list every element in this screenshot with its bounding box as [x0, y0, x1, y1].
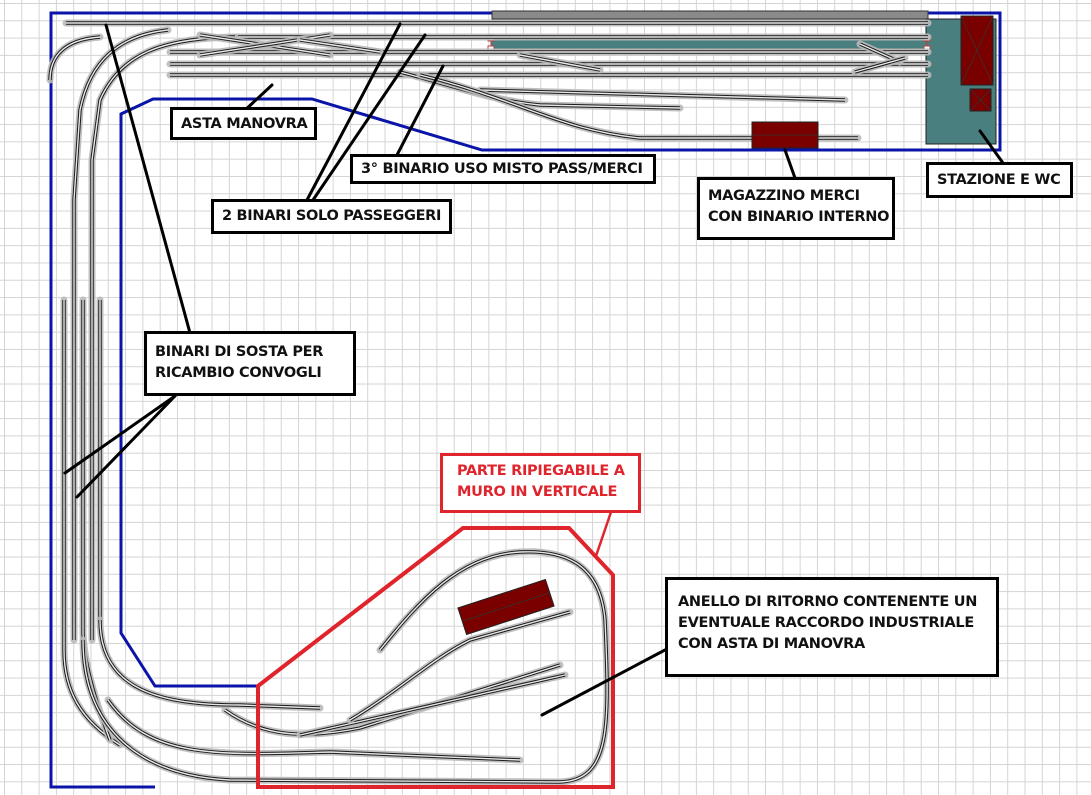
label-line: MAGAZZINO MERCI	[708, 188, 860, 204]
track-segment	[419, 74, 858, 139]
label-line: CON BINARIO INTERNO	[708, 209, 890, 225]
track-segment	[99, 619, 321, 709]
track-segment	[224, 664, 561, 735]
leader-binari-sosta-1	[63, 394, 177, 475]
track-segment	[73, 29, 169, 640]
station-icon	[960, 15, 994, 86]
label-due-binari: 2 BINARI SOLO PASSEGGERI	[211, 199, 452, 234]
leader-due-binari-2	[311, 33, 427, 202]
foldable-section-outline	[256, 526, 615, 789]
label-terzo-binario: 3° BINARIO USO MISTO PASS/MERCI	[350, 154, 656, 184]
track-segment	[479, 89, 846, 101]
label-parte-ripiegabile: PARTE RIPIEGABILE A MURO IN VERTICALE	[440, 453, 641, 513]
track-segment	[299, 674, 566, 736]
track-segment	[224, 663, 561, 736]
label-line: CON ASTA DI MANOVRA	[678, 636, 865, 652]
leader-due-binari-1	[305, 22, 402, 202]
leader-magazzino	[783, 148, 797, 180]
track-segment	[519, 54, 601, 71]
track-segment	[349, 611, 571, 721]
track-segment	[299, 39, 381, 53]
label-binari-sosta: BINARI DI SOSTA PER RICAMBIO CONVOGLI	[144, 331, 356, 396]
leader-parte-ripiegabile	[594, 510, 613, 558]
track-segment	[854, 57, 906, 73]
label-line: BINARI DI SOSTA PER	[155, 344, 324, 360]
label-line: 2 BINARI SOLO PASSEGGERI	[222, 208, 442, 224]
label-line: EVENTUALE RACCORDO INDUSTRIALE	[678, 615, 974, 631]
leader-binari-sosta-top	[104, 23, 192, 335]
leader-binari-sosta-2	[75, 394, 177, 499]
warehouse-icon	[751, 121, 819, 149]
tracks	[46, 19, 932, 786]
label-line: MURO IN VERTICALE	[457, 484, 618, 500]
label-line: ANELLO DI RITORNO CONTENENTE UN	[678, 594, 978, 610]
label-line: 3° BINARIO USO MISTO PASS/MERCI	[361, 161, 643, 177]
label-anello-ritorno: ANELLO DI RITORNO CONTENENTE UN EVENTUAL…	[665, 577, 999, 677]
track-segment	[82, 551, 608, 783]
leader-lines	[63, 22, 1005, 717]
baseboard-outline	[49, 11, 1002, 789]
label-asta-manovra: ASTA MANOVRA	[170, 107, 317, 140]
leader-stazione	[978, 129, 1005, 165]
station-roof	[491, 10, 929, 20]
label-stazione: STAZIONE E WC	[926, 162, 1073, 198]
track-segment	[107, 699, 521, 761]
leader-terzo-binario	[395, 64, 445, 157]
track-segment	[221, 661, 564, 738]
label-line: PARTE RIPIEGABILE A	[457, 463, 625, 479]
track-segment	[349, 610, 571, 722]
leader-anello-ritorno	[540, 648, 667, 717]
track-segment	[49, 36, 101, 81]
label-magazzino: MAGAZZINO MERCI CON BINARIO INTERNO	[697, 177, 895, 240]
wc-icon	[969, 88, 992, 112]
track-segment	[346, 608, 574, 724]
label-line: ASTA MANOVRA	[181, 116, 308, 132]
label-line: STAZIONE E WC	[937, 172, 1061, 188]
factory-icon	[457, 578, 555, 636]
label-line: RICAMBIO CONVOGLI	[155, 365, 322, 381]
